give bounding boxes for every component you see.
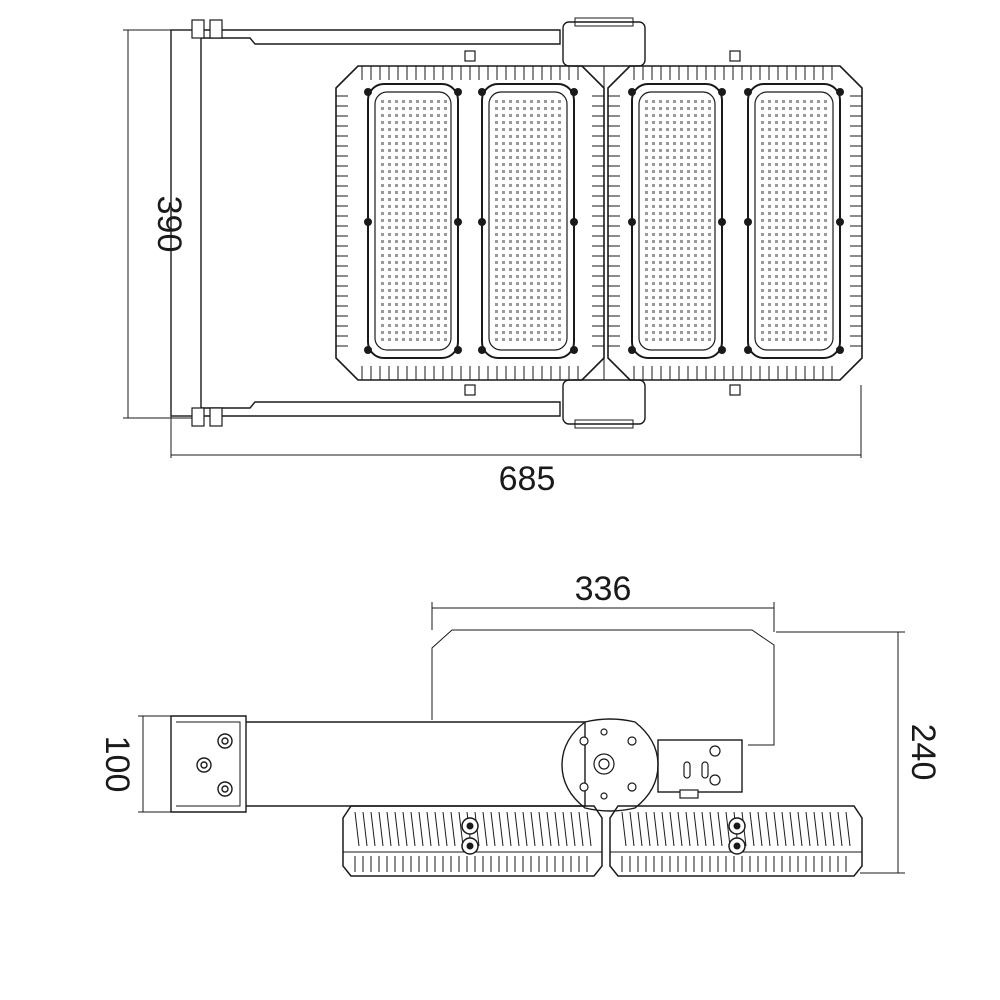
tilt-outline bbox=[431, 629, 775, 746]
side-view: 336 100 240 bbox=[98, 570, 942, 877]
knob-bolt bbox=[461, 837, 479, 855]
housing-bolt bbox=[464, 384, 476, 396]
heat-sinks-side bbox=[342, 805, 863, 877]
dim-240: 240 bbox=[776, 631, 942, 874]
mounting-bracket-side-view bbox=[170, 715, 743, 813]
housing-bolt bbox=[464, 50, 476, 62]
led-panel bbox=[364, 83, 462, 359]
housing-bolt bbox=[729, 384, 741, 396]
dim-240-label: 240 bbox=[904, 724, 942, 781]
dim-390: 390 bbox=[123, 29, 195, 419]
lamp-modules bbox=[335, 50, 863, 396]
dim-685-label: 685 bbox=[499, 460, 556, 498]
housing-bolt bbox=[729, 50, 741, 62]
dim-685: 685 bbox=[170, 385, 862, 498]
knob-bolt bbox=[461, 817, 479, 835]
led-panel bbox=[478, 83, 578, 359]
dim-100-label: 100 bbox=[98, 736, 136, 793]
dim-390-label: 390 bbox=[150, 196, 188, 253]
led-panel bbox=[628, 83, 726, 359]
dim-336: 336 bbox=[431, 570, 775, 632]
knob-bolt bbox=[728, 837, 746, 855]
dim-336-label: 336 bbox=[575, 570, 632, 608]
lamp-housing bbox=[335, 65, 605, 381]
top-view: 390 685 bbox=[123, 17, 863, 498]
knob-bolt bbox=[728, 817, 746, 835]
lamp-housing bbox=[607, 65, 863, 381]
led-panel bbox=[744, 83, 844, 359]
dim-100: 100 bbox=[98, 715, 195, 813]
